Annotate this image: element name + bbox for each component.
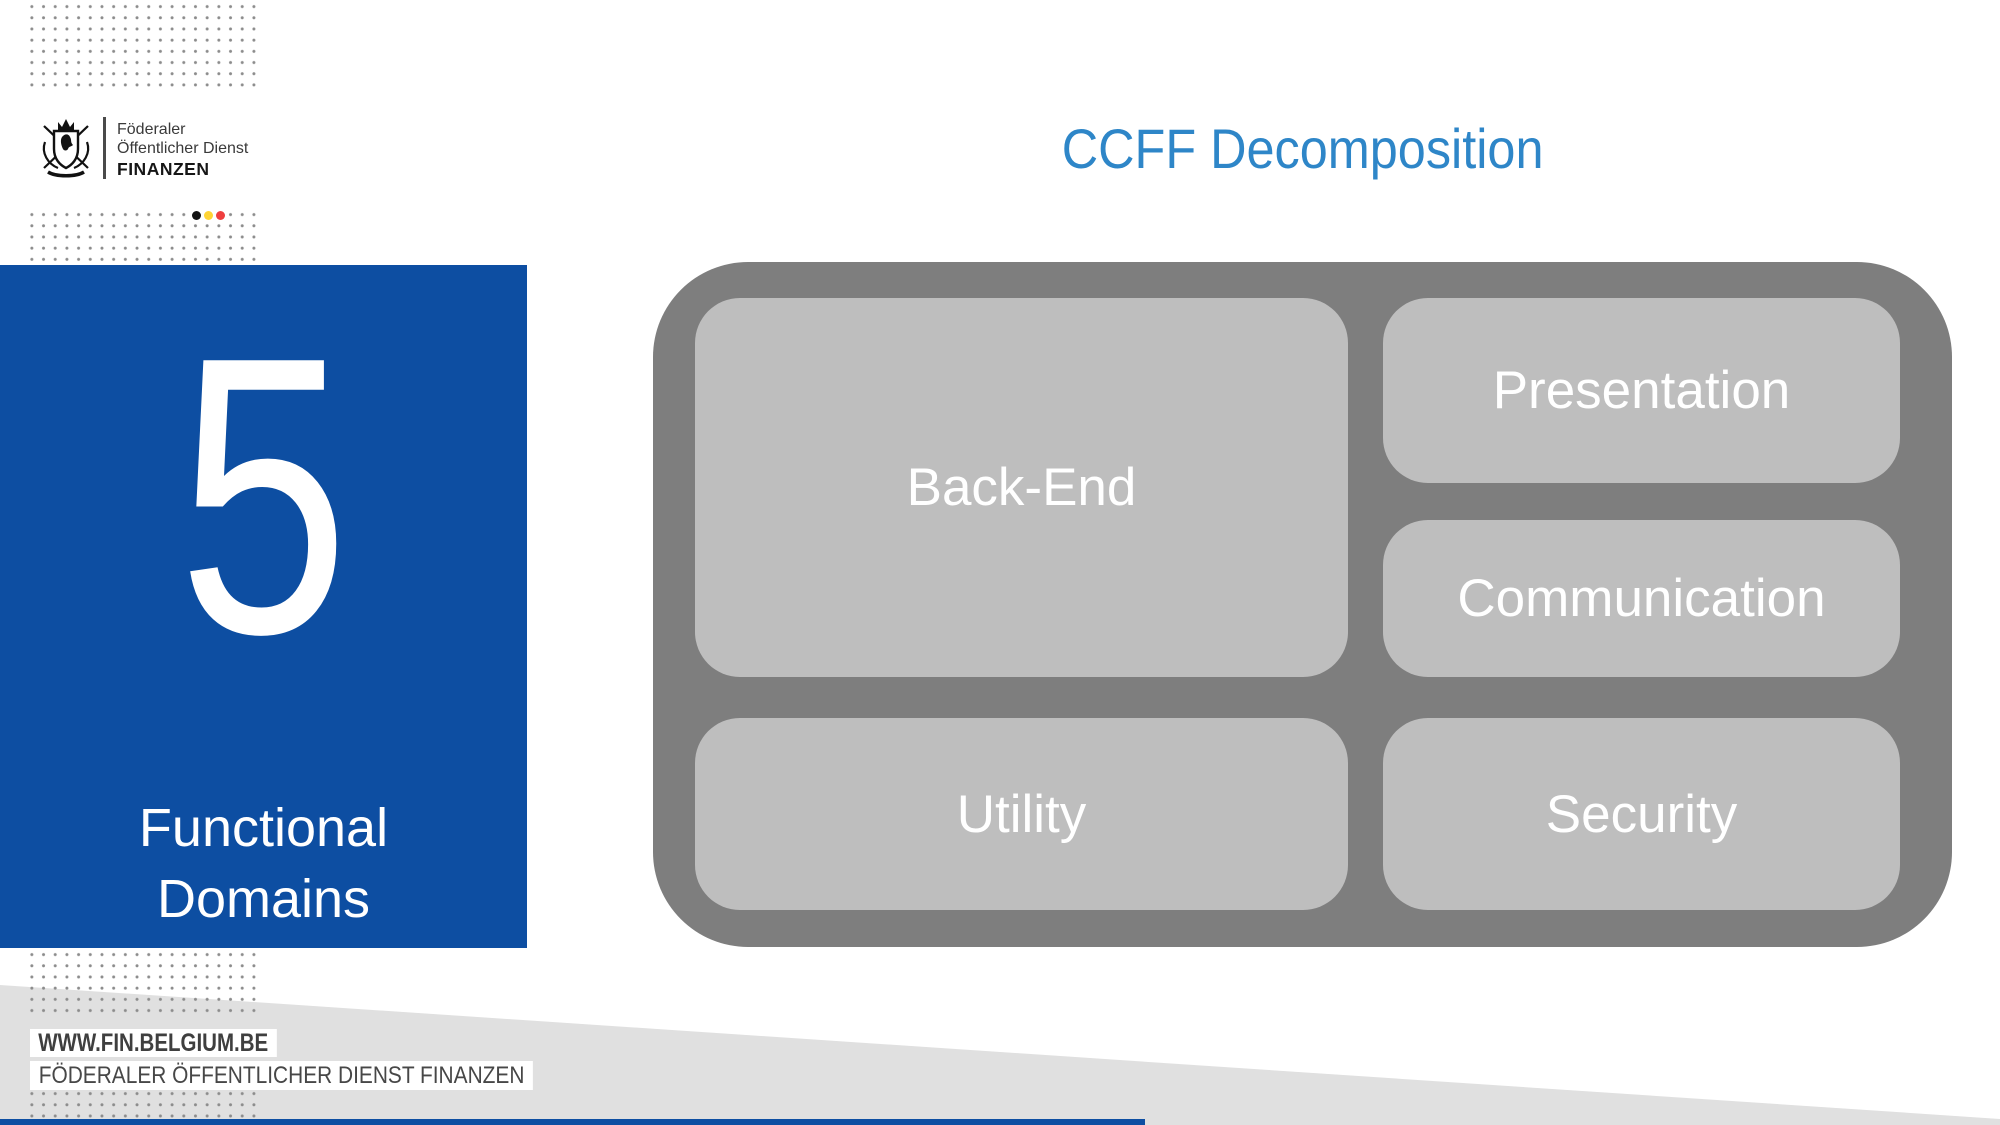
- dot-grid-below-logo: [26, 209, 260, 266]
- logo-line2: Öffentlicher Dienst: [117, 140, 249, 157]
- domain-box-label: Back-End: [906, 458, 1137, 517]
- flag-dot-yellow-icon: [204, 211, 213, 220]
- panel-label-line2: Domains: [156, 869, 371, 929]
- panel-label-line1: Functional: [138, 798, 389, 858]
- logo-line3: FINANZEN: [117, 159, 210, 179]
- flag-dot-black-icon: [192, 211, 201, 220]
- footer-organization: FÖDERALER ÖFFENTLICHER DIENST FINANZEN: [30, 1061, 534, 1090]
- flag-dot-red-icon: [216, 211, 225, 220]
- footer-blue-bar: [0, 1119, 1145, 1125]
- panel-label: Functional Domains: [0, 793, 527, 935]
- domain-box-presentation: Presentation: [1383, 298, 1900, 483]
- logo-line1: Föderaler: [117, 121, 186, 138]
- dot-grid-footer: [26, 1088, 260, 1122]
- footer-wedge: [0, 985, 2000, 1125]
- domain-box-label: Communication: [1457, 569, 1826, 628]
- domain-box-utility: Utility: [695, 718, 1348, 910]
- domain-box-back-end: Back-End: [695, 298, 1348, 677]
- domain-count: 5: [177, 274, 350, 716]
- footer-website: WWW.FIN.BELGIUM.BE: [30, 1029, 277, 1057]
- logo-divider: [103, 117, 106, 179]
- domain-box-communication: Communication: [1383, 520, 1900, 677]
- logo-text: Föderaler Öffentlicher Dienst FINANZEN: [117, 120, 248, 179]
- coat-of-arms-icon: [42, 119, 90, 178]
- ccff-decomposition-container: Back-End Presentation Communication Util…: [653, 262, 1952, 947]
- dot-grid-top-left: [26, 1, 260, 91]
- slide-title: CCFF Decomposition: [653, 116, 1952, 181]
- domain-box-label: Security: [1545, 784, 1738, 844]
- domain-box-label: Utility: [956, 784, 1087, 844]
- functional-domains-panel: 5 Functional Domains: [0, 265, 527, 948]
- domain-box-security: Security: [1383, 718, 1900, 910]
- slide-title-text: CCFF Decomposition: [1061, 117, 1544, 180]
- domain-box-label: Presentation: [1492, 361, 1791, 420]
- dot-grid-below-panel: [26, 949, 260, 1014]
